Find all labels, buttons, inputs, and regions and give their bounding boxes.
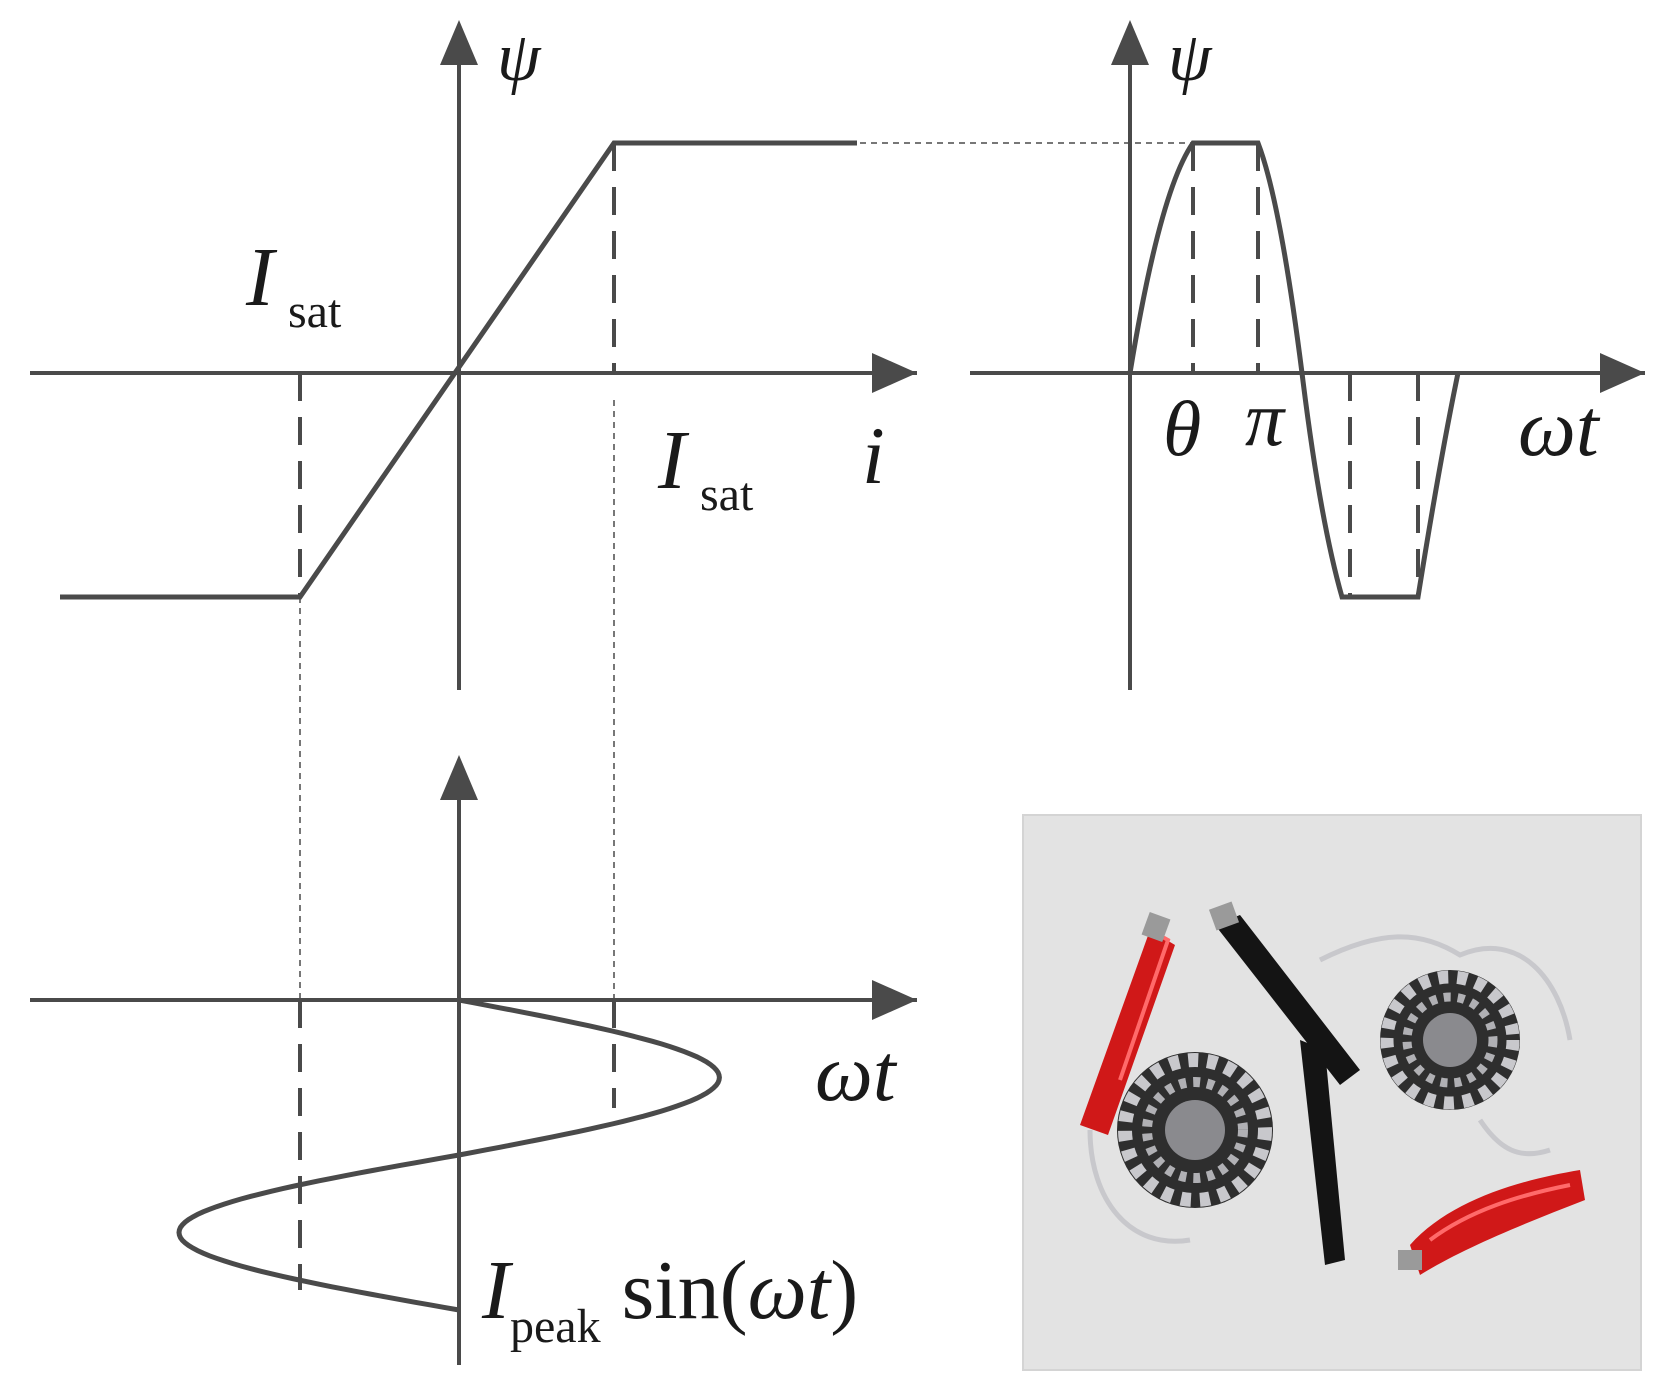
horizontal-i-axis-arrow: [872, 353, 917, 393]
black-clip-middle: [1208, 901, 1360, 1265]
vertical-psi-axis-right-arrow: [1111, 20, 1149, 65]
pi-label: π: [1245, 375, 1286, 462]
toroid-left: [1117, 1052, 1273, 1208]
psi-label-left: ψ: [497, 19, 542, 96]
wt-label-bottom: ωt: [815, 1027, 898, 1118]
i-axis-label: i: [862, 410, 885, 501]
wt-label-right: ωt: [1518, 382, 1601, 473]
psi-i-characteristic-plot: ψ I sat I sat i: [30, 19, 1193, 1000]
psi-wt-waveform-plot: ψ θ π ωt: [970, 19, 1645, 690]
isat-label-right-subscript: sat: [700, 468, 754, 521]
vertical-axis-bottom-arrow: [440, 755, 478, 800]
ipeak-sin: sin(: [601, 1244, 748, 1337]
vertical-psi-axis-left-arrow: [440, 20, 478, 65]
ipeak-close: ): [830, 1244, 858, 1337]
current-sine-plot: ωt Ipeak sin(ωt): [30, 755, 917, 1365]
ipeak-i: I: [481, 1244, 514, 1337]
isat-label-right: I: [657, 414, 690, 507]
red-clip-right: [1398, 1170, 1585, 1275]
wire-left: [1087, 1129, 1191, 1244]
sine-current-curve: [176, 997, 722, 1313]
isat-label-left-subscript: sat: [288, 285, 342, 338]
clipped-flux-waveform: [1127, 140, 1461, 600]
photo-background: [1023, 815, 1641, 1370]
toroid-inductors-with-clips-photo: [1022, 814, 1642, 1371]
psi-label-right: ψ: [1168, 19, 1213, 96]
wire-right: [1477, 1118, 1551, 1157]
toroid-right: [1380, 970, 1520, 1110]
horizontal-wt-axis-right-arrow: [1600, 353, 1645, 393]
wire-top: [1318, 934, 1573, 1041]
saturation-curve: [60, 140, 857, 600]
ipeak-wt: ωt: [748, 1244, 833, 1337]
theta-label: θ: [1163, 385, 1201, 472]
isat-label-left: I: [245, 231, 278, 324]
horizontal-wt-axis-bottom-arrow: [872, 980, 917, 1020]
ipeak-subscript: peak: [510, 1300, 601, 1353]
red-clip-left: [1080, 911, 1175, 1135]
ipeak-label: Ipeak sin(ωt): [481, 1244, 858, 1353]
